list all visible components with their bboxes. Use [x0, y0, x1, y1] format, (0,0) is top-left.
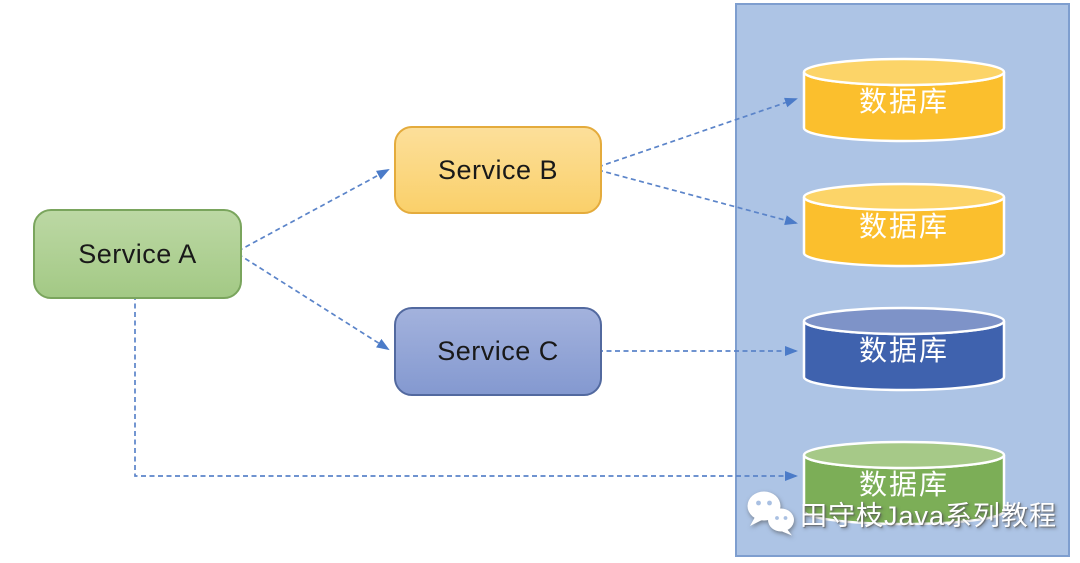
node-database-4: 数据库	[802, 440, 1006, 526]
database-cylinder-icon	[802, 306, 1006, 392]
database-2-label: 数据库	[858, 211, 949, 242]
node-database-1: 数据库	[802, 57, 1006, 143]
watermark-text: 田守枝Java系列教程	[800, 500, 1058, 531]
arrow-serviceA-serviceC	[237, 253, 390, 351]
watermark: 田守枝Java系列教程	[746, 490, 1057, 536]
wechat-icon	[747, 491, 794, 536]
database-cylinder-icon	[802, 182, 1006, 268]
node-database-2: 数据库	[802, 182, 1006, 268]
database-cylinder-icon	[802, 57, 1006, 143]
node-service-b: Service B	[394, 126, 602, 214]
node-service-c: Service C	[394, 307, 602, 396]
service-b-label: Service B	[437, 154, 559, 185]
database-1-label: 数据库	[858, 86, 949, 117]
database-4-label: 数据库	[858, 469, 949, 500]
service-c-label: Service C	[437, 336, 559, 366]
arrow-serviceA-serviceB	[237, 169, 390, 252]
node-database-3: 数据库	[802, 306, 1006, 392]
database-3-label: 数据库	[858, 335, 949, 366]
database-cylinder-icon	[802, 440, 1006, 526]
node-service-a: Service A	[33, 209, 242, 299]
service-a-label: Service A	[78, 238, 197, 269]
